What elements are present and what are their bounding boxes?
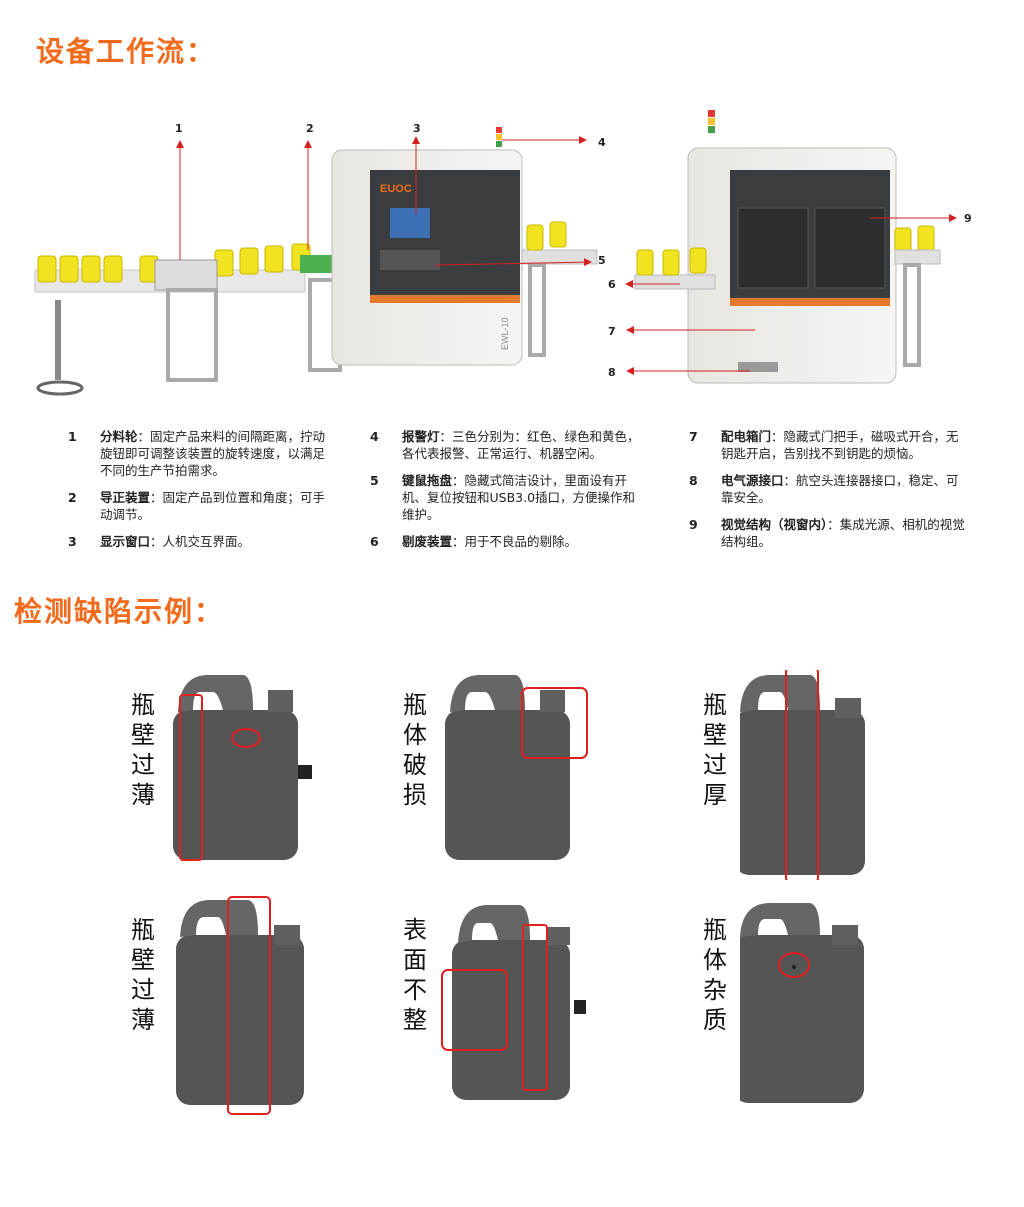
callout-4: 4	[598, 136, 606, 149]
callout-2: 2	[306, 122, 314, 135]
defect-example: 瓶体杂质	[700, 895, 1000, 1105]
defect-example: 瓶壁过厚	[700, 670, 1000, 880]
defect-example: 表面不整	[400, 895, 700, 1105]
bottle-xray-image	[441, 905, 586, 1100]
callout-9: 9	[964, 212, 972, 225]
bottle-xray-image	[445, 675, 588, 860]
brand-logo: EUOC	[380, 183, 412, 195]
defect-example: 瓶壁过薄	[128, 670, 428, 880]
bottle-xray-image	[740, 903, 864, 1103]
bottle-xray-image	[173, 675, 312, 861]
bottle-xray-image	[176, 896, 304, 1115]
equipment-diagram: EUOC EWL-10	[0, 100, 1024, 420]
defect-label: 瓶壁过薄	[131, 916, 155, 1034]
defect-label: 瓶体杂质	[703, 916, 727, 1034]
model-label: EWL-10	[500, 317, 510, 350]
workflow-title: 设备工作流：	[36, 35, 217, 68]
callout-1: 1	[175, 122, 183, 135]
defect-label: 瓶壁过薄	[131, 691, 155, 809]
callout-7: 7	[608, 325, 616, 338]
defect-example: 瓶壁过薄	[128, 895, 428, 1115]
defects-title: 检测缺陷示例：	[14, 595, 225, 628]
callout-3: 3	[413, 122, 421, 135]
callout-6: 6	[608, 278, 616, 291]
defect-label: 表面不整	[403, 916, 427, 1034]
defect-label: 瓶体破损	[403, 691, 427, 809]
defect-example: 瓶体破损	[400, 670, 700, 880]
equipment-illustration: EUOC EWL-10	[34, 110, 957, 396]
defect-label: 瓶壁过厚	[703, 691, 727, 809]
callout-8: 8	[608, 366, 616, 379]
defects-grid: 瓶壁过薄 瓶体破损 瓶壁过厚 瓶壁过薄	[0, 660, 1024, 1120]
callout-5: 5	[598, 254, 606, 267]
bottle-xray-image	[740, 670, 865, 880]
